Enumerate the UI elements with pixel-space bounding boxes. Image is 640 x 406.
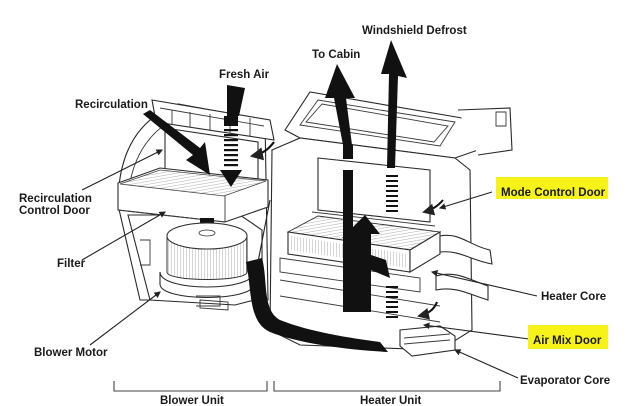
recirculation-flow-arrow	[143, 110, 210, 175]
leader-lines	[81, 149, 538, 379]
label-heater-unit: Heater Unit	[360, 395, 422, 406]
label-filter: Filter	[57, 258, 86, 270]
label-recirculation-control-door-1: Recirculation	[19, 193, 92, 205]
label-fresh-air: Fresh Air	[219, 69, 270, 81]
mode-control-door-highlight	[496, 177, 608, 199]
label-air-mix-door: Air Mix Door	[533, 335, 602, 347]
defrost-stripes	[386, 175, 398, 212]
windshield-defrost-flow-arrow	[381, 40, 407, 318]
label-blower-unit: Blower Unit	[160, 395, 224, 406]
label-windshield-defrost: Windshield Defrost	[362, 25, 467, 37]
label-heater-core: Heater Core	[541, 291, 606, 303]
blower-motor	[159, 218, 255, 307]
air-mix-door-swing-arrow	[417, 301, 438, 320]
blower-unit-bracket	[113, 381, 268, 392]
mode-door-swing-arrow	[422, 199, 444, 216]
airflow-arrows	[143, 40, 444, 320]
to-cabin-flow-arrow	[325, 64, 355, 312]
label-evaporator-core: Evaporator Core	[520, 375, 610, 387]
heater-unit-bracket	[273, 381, 501, 392]
label-blower-motor: Blower Motor	[34, 347, 108, 359]
air-mix-stripes	[386, 286, 398, 318]
fresh-air-flow-arrow	[220, 85, 245, 187]
label-to-cabin: To Cabin	[312, 49, 360, 61]
drain-hose	[246, 258, 388, 352]
label-recirculation-control-door-2: Control Door	[19, 205, 90, 217]
label-mode-control-door: Mode Control Door	[501, 187, 606, 199]
label-recirculation: Recirculation	[75, 99, 148, 111]
recirc-door-swing-arrow	[249, 141, 275, 161]
air-mix-door-highlight	[528, 325, 608, 349]
fresh-air-stripes	[224, 129, 238, 167]
heater-unit-housing	[246, 91, 513, 357]
heater-flow-arrow	[342, 215, 390, 312]
evaporator-core	[399, 325, 456, 357]
